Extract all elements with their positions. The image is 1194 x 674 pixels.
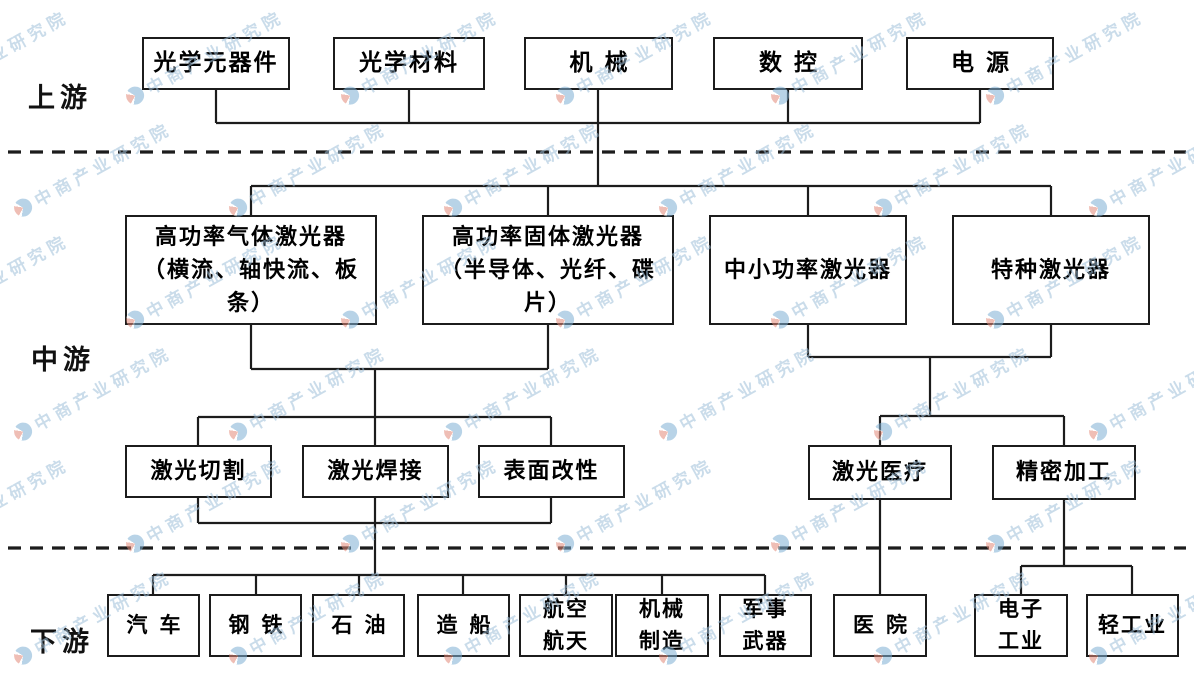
node-a3: 表面改性 — [478, 445, 625, 498]
node-d4: 造船 — [417, 594, 510, 657]
node-a5: 精密加工 — [992, 445, 1136, 500]
tier-label-downstream: 下游 — [30, 627, 94, 658]
node-d6: 机械制造 — [615, 594, 709, 657]
node-u5: 电源 — [906, 37, 1054, 90]
node-d5: 航空航天 — [519, 594, 613, 657]
node-d8: 医院 — [833, 594, 927, 657]
node-a2: 激光焊接 — [302, 445, 449, 498]
node-line: 条） — [226, 290, 275, 316]
node-u2: 光学材料 — [333, 37, 485, 90]
node-line: 航空 — [543, 597, 589, 621]
node-a4: 激光医疗 — [808, 445, 952, 500]
node-m2: 高功率固体激光器 （半导体、光纤、碟片） — [422, 215, 674, 325]
node-m1: 高功率气体激光器 （横流、轴快流、板条） — [125, 215, 377, 325]
node-d7: 军事武器 — [719, 594, 812, 657]
node-line: 片） — [523, 290, 572, 316]
node-m3: 中小功率激光器 — [709, 215, 907, 325]
node-line: 航天 — [543, 628, 589, 653]
tier-label-midstream: 中游 — [31, 345, 95, 376]
node-line: （横流、轴快流、板 — [142, 257, 359, 283]
node-line: 机械 — [639, 597, 685, 621]
node-u4: 数控 — [713, 37, 863, 90]
node-line: 军事 — [742, 597, 789, 621]
node-line: 高功率固体激光器 — [451, 224, 644, 250]
node-u3: 机械 — [524, 37, 673, 90]
node-d3: 石油 — [312, 594, 405, 657]
node-line: 工业 — [998, 628, 1044, 653]
node-line: 制造 — [639, 628, 685, 653]
node-line: （半导体、光纤、碟 — [439, 257, 656, 283]
node-u1: 光学元器件 — [142, 37, 290, 90]
node-line: 武器 — [742, 628, 789, 653]
node-a1: 激光切割 — [125, 445, 272, 498]
node-d9: 电子工业 — [974, 594, 1068, 657]
node-line: 电子 — [998, 597, 1044, 621]
tier-label-upstream: 上游 — [28, 83, 92, 114]
node-m4: 特种激光器 — [952, 215, 1150, 325]
node-d1: 汽车 — [107, 594, 200, 657]
node-d2: 钢铁 — [209, 594, 302, 657]
node-d10: 轻工业 — [1086, 594, 1179, 657]
node-line: 高功率气体激光器 — [154, 224, 347, 250]
